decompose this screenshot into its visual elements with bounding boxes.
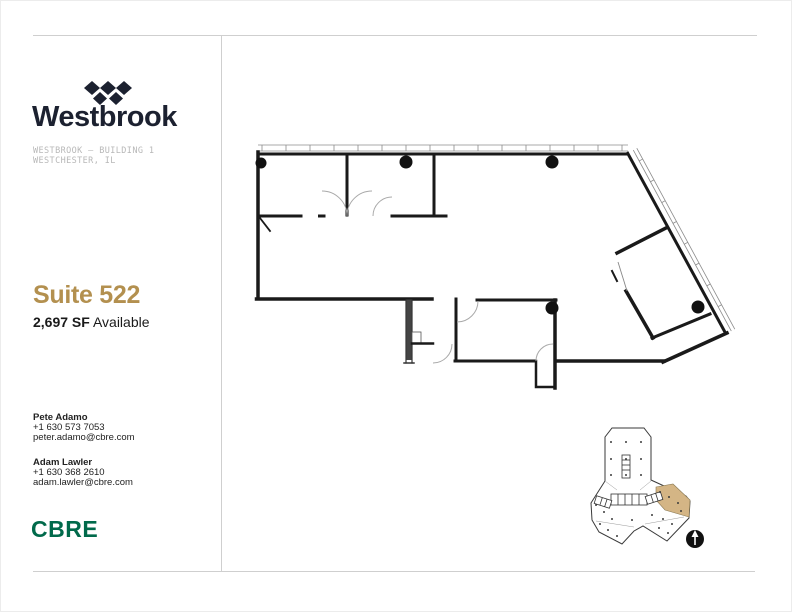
building-subtitle-line1: WESTBROOK — BUILDING 1 (33, 146, 155, 156)
door-swings (321, 190, 628, 364)
square-footage: 2,697 SF (33, 314, 90, 330)
sidebar: Westbrook WESTBROOK — BUILDING 1 WESTCHE… (0, 0, 221, 612)
westbrook-diamonds-icon (84, 81, 132, 105)
keyplan-corridors (595, 480, 685, 528)
availability-label: Available (92, 314, 150, 330)
walls (254, 150, 730, 390)
sidebar-divider (221, 35, 222, 572)
contact-phone: +1 630 368 2610 (33, 467, 105, 478)
suite-title: Suite 522 (33, 281, 141, 309)
contact-email: adam.lawler@cbre.com (33, 477, 133, 488)
keyplan-drawing (590, 427, 704, 548)
window-band-angled (632, 148, 736, 332)
keyplan-columns (595, 441, 682, 537)
availability-line: 2,697 SF Available (33, 314, 150, 330)
contact-card: Adam Lawler +1 630 368 2610 adam.lawler@… (33, 458, 135, 488)
contact-email: peter.adamo@cbre.com (33, 432, 135, 443)
contact-list: Pete Adamo +1 630 573 7053 peter.adamo@c… (33, 413, 135, 503)
bottom-rule (33, 571, 755, 572)
brand-wordmark: Westbrook (32, 101, 177, 133)
suite-block: Suite 522 2,697 SF Available (33, 281, 150, 330)
top-rule (33, 35, 757, 36)
contact-card: Pete Adamo +1 630 573 7053 peter.adamo@c… (33, 413, 135, 443)
building-subtitle: WESTBROOK — BUILDING 1 WESTCHESTER, IL (33, 146, 154, 166)
floor-plan-drawing (254, 144, 736, 390)
keyplan-core (593, 454, 664, 509)
contact-phone: +1 630 573 7053 (33, 422, 105, 433)
columns (255, 155, 705, 315)
building-subtitle-line2: WESTCHESTER, IL (33, 156, 116, 166)
contact-name: Pete Adamo (33, 412, 88, 423)
window-band-top (258, 144, 628, 152)
contact-name: Adam Lawler (33, 457, 93, 468)
north-arrow-icon (686, 530, 704, 548)
cbre-logo: CBRE (31, 516, 99, 542)
keyplan-building-outline (590, 427, 691, 545)
